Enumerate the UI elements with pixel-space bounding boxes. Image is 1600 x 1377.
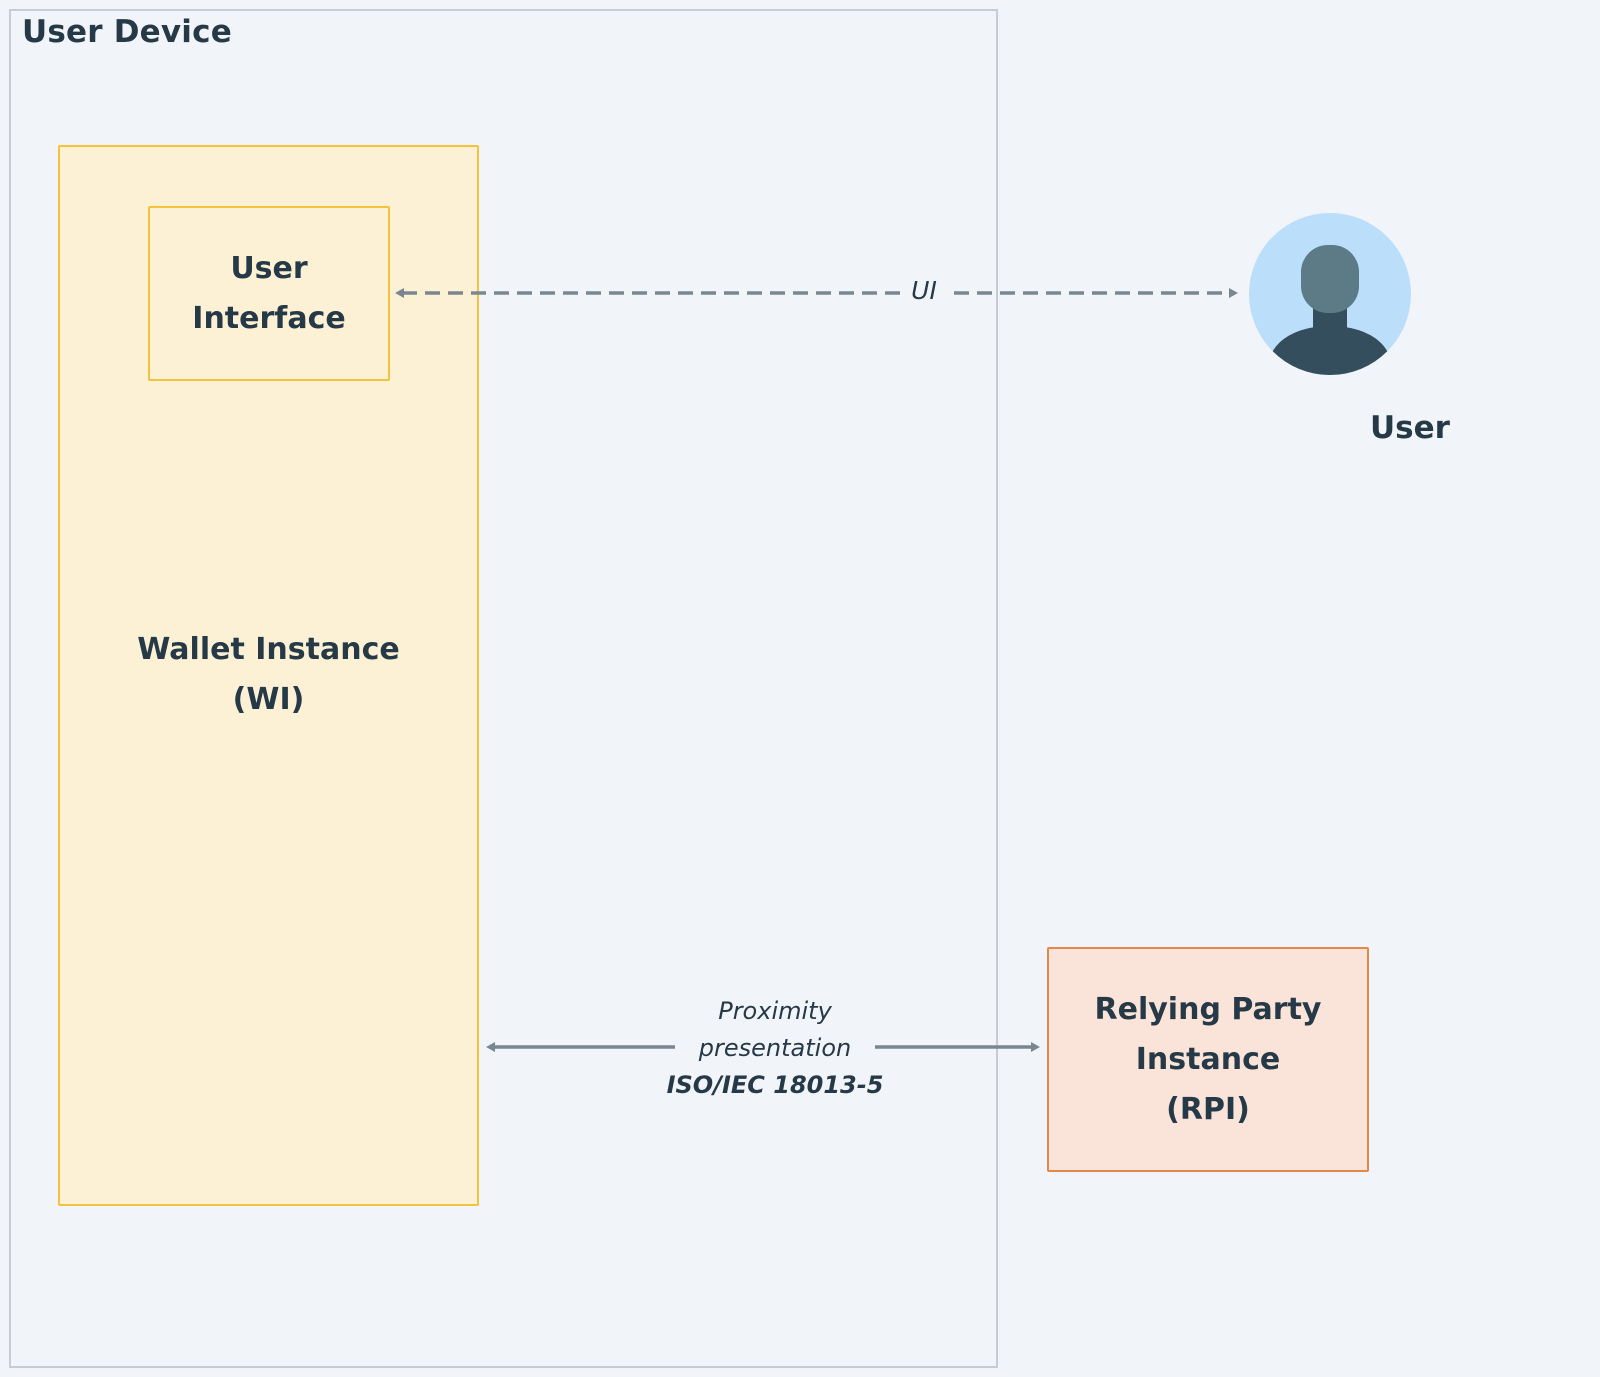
wallet-instance-label: Wallet Instance (WI) bbox=[137, 632, 400, 717]
user-interface-label: User Interface bbox=[192, 250, 346, 336]
user-label: User bbox=[1370, 410, 1450, 446]
proximity-arrowhead-right bbox=[1031, 1042, 1040, 1052]
ui-connector-label: UI bbox=[900, 276, 948, 305]
wallet-instance-box[interactable] bbox=[58, 145, 479, 1206]
relying-party-label: Relying Party Instance (RPI) bbox=[1094, 991, 1322, 1127]
user-device-title: User Device bbox=[22, 14, 232, 50]
user-interface-box[interactable]: User Interface bbox=[148, 206, 390, 381]
proximity-label-line1: Proximity bbox=[718, 997, 832, 1025]
proximity-standard-label: ISO/IEC 18013-5 bbox=[666, 1071, 884, 1099]
relying-party-box[interactable]: Relying Party Instance (RPI) bbox=[1047, 947, 1369, 1172]
ui-arrowhead-right bbox=[1229, 288, 1238, 298]
proximity-connector-label: Proximity presentation ISO/IEC 18013-5 bbox=[645, 993, 905, 1104]
user-avatar-icon[interactable] bbox=[1249, 213, 1411, 380]
proximity-label-line2: presentation bbox=[698, 1034, 852, 1062]
